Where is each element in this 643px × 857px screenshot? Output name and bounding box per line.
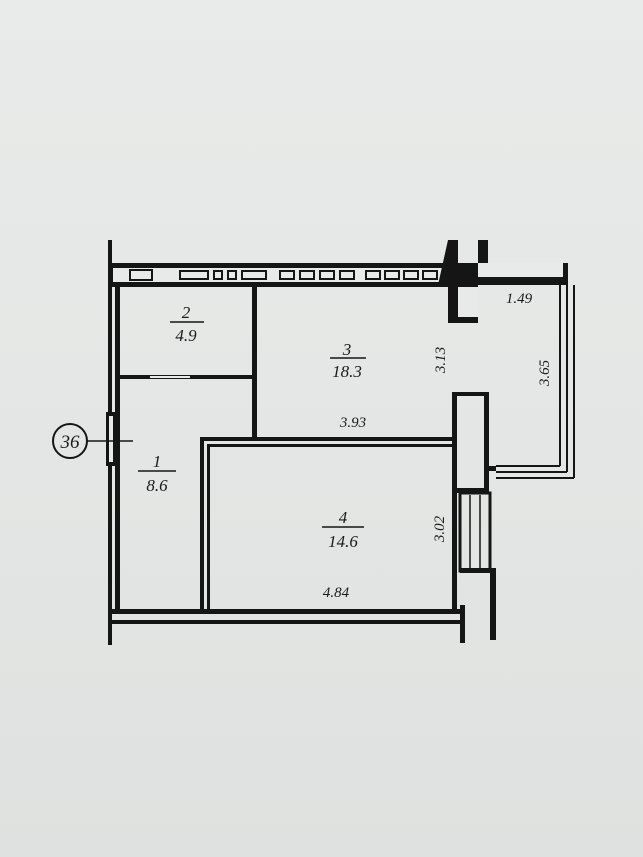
room-label-4: 4 14.6 [322,508,364,551]
room-number-3: 3 [342,340,352,359]
right-wall [452,392,496,640]
dimension-room4-width: 4.84 [323,585,350,601]
axis-marker-label: 36 [60,432,81,453]
balcony-outline [496,285,575,479]
interior-partitions [120,287,452,612]
dimension-balcony-length: 3.65 [537,359,553,387]
room-area-4: 14.6 [328,532,358,551]
room-label-3: 3 18.3 [330,340,366,381]
room-number-4: 4 [339,508,348,527]
dimension-room4-height: 3.02 [432,515,448,543]
dimension-room3-width: 3.93 [339,415,366,431]
room-number-1: 1 [153,452,162,471]
column-block [438,240,568,323]
dimension-room3-height: 3.13 [433,347,449,374]
room-area-1: 8.6 [146,476,168,495]
bottom-exterior-wall [112,605,465,643]
left-exterior-wall [106,240,120,645]
room-label-1: 1 8.6 [138,452,176,495]
room-label-2: 2 4.9 [170,303,204,345]
axis-marker: 36 [52,423,133,459]
dimension-balcony-width: 1.49 [506,291,533,307]
top-exterior-wall [108,263,458,287]
room-number-2: 2 [182,303,191,322]
room-area-3: 18.3 [332,362,362,381]
room-area-2: 4.9 [175,326,197,345]
